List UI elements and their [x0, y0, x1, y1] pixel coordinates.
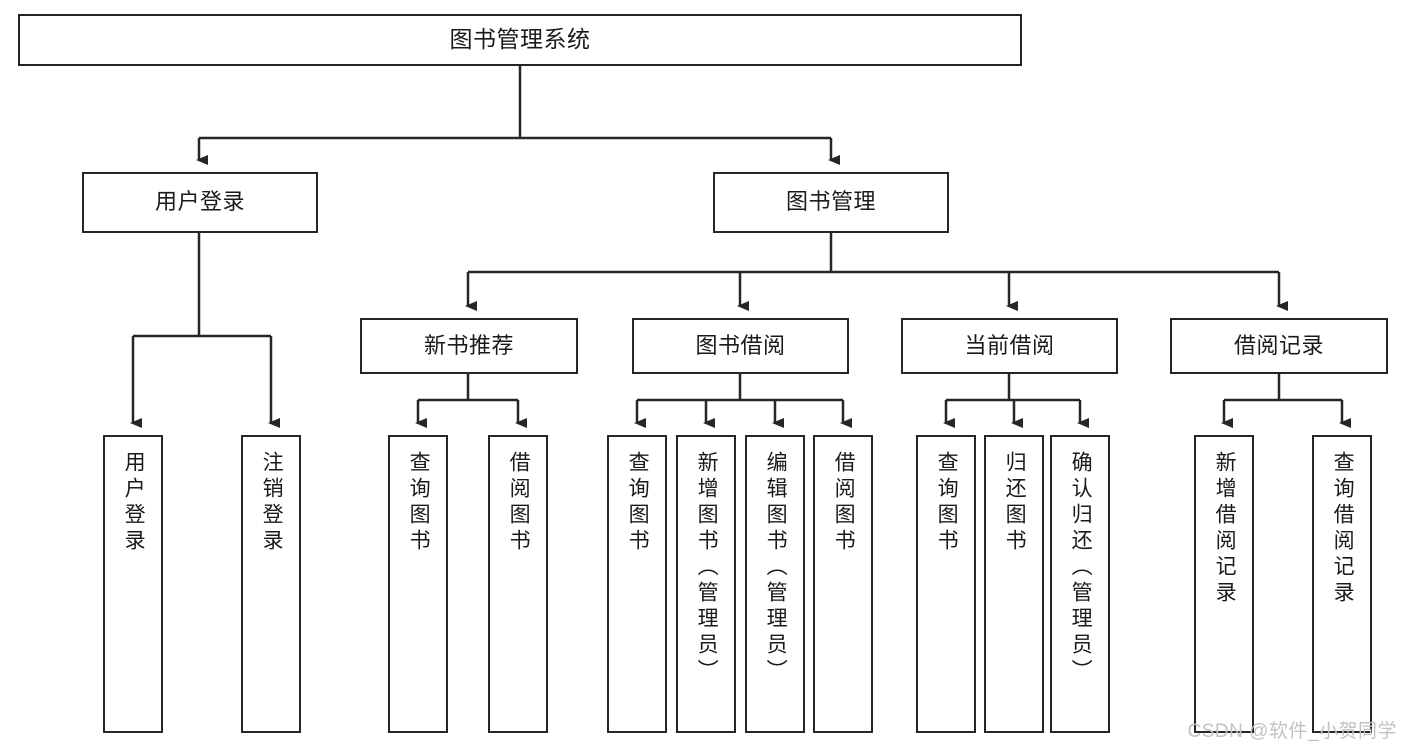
node-leaf-borrow-book[interactable]: 借阅图书: [813, 435, 873, 733]
node-label: 用户登录: [122, 451, 146, 555]
node-label: 用户登录: [154, 189, 245, 215]
node-label: 编辑图书（管理员）: [764, 451, 788, 685]
node-label: 图书管理系统: [449, 26, 591, 53]
node-book-borrowing[interactable]: 图书借阅: [632, 318, 849, 374]
node-leaf-logout[interactable]: 注销登录: [241, 435, 301, 733]
node-user-login[interactable]: 用户登录: [82, 172, 318, 233]
node-leaf-borrow-book-new[interactable]: 借阅图书: [488, 435, 548, 733]
node-label: 借阅记录: [1233, 332, 1324, 358]
node-label: 借阅图书: [507, 451, 531, 555]
node-leaf-query-borrow-record[interactable]: 查询借阅记录: [1312, 435, 1372, 733]
node-leaf-edit-book-admin[interactable]: 编辑图书（管理员）: [745, 435, 805, 733]
node-current-borrowing[interactable]: 当前借阅: [901, 318, 1118, 374]
node-label: 当前借阅: [964, 332, 1055, 358]
node-label: 图书管理: [785, 189, 876, 215]
node-root-book-management-system[interactable]: 图书管理系统: [18, 14, 1022, 66]
node-leaf-confirm-return-admin[interactable]: 确认归还（管理员）: [1050, 435, 1110, 733]
node-leaf-user-login[interactable]: 用户登录: [103, 435, 163, 733]
node-leaf-add-borrow-record[interactable]: 新增借阅记录: [1194, 435, 1254, 733]
node-book-management[interactable]: 图书管理: [713, 172, 949, 233]
node-label: 查询图书: [626, 451, 650, 555]
node-leaf-query-book-new[interactable]: 查询图书: [388, 435, 448, 733]
node-label: 查询借阅记录: [1331, 451, 1355, 607]
node-label: 确认归还（管理员）: [1069, 451, 1093, 685]
node-leaf-query-book-borrow[interactable]: 查询图书: [607, 435, 667, 733]
node-label: 图书借阅: [695, 332, 786, 358]
node-borrowing-record[interactable]: 借阅记录: [1170, 318, 1388, 374]
node-label: 新增图书（管理员）: [695, 451, 719, 685]
node-label: 新书推荐: [423, 332, 514, 358]
watermark: CSDN @软件_小贺同学: [1187, 721, 1397, 742]
node-leaf-return-book[interactable]: 归还图书: [984, 435, 1044, 733]
node-new-book-recommendation[interactable]: 新书推荐: [360, 318, 578, 374]
node-label: 归还图书: [1003, 451, 1027, 555]
node-label: 查询图书: [407, 451, 431, 555]
node-label: 查询图书: [935, 451, 959, 555]
node-leaf-query-book-current[interactable]: 查询图书: [916, 435, 976, 733]
node-label: 注销登录: [260, 451, 284, 555]
node-label: 新增借阅记录: [1213, 451, 1237, 607]
node-leaf-add-book-admin[interactable]: 新增图书（管理员）: [676, 435, 736, 733]
node-label: 借阅图书: [832, 451, 856, 555]
